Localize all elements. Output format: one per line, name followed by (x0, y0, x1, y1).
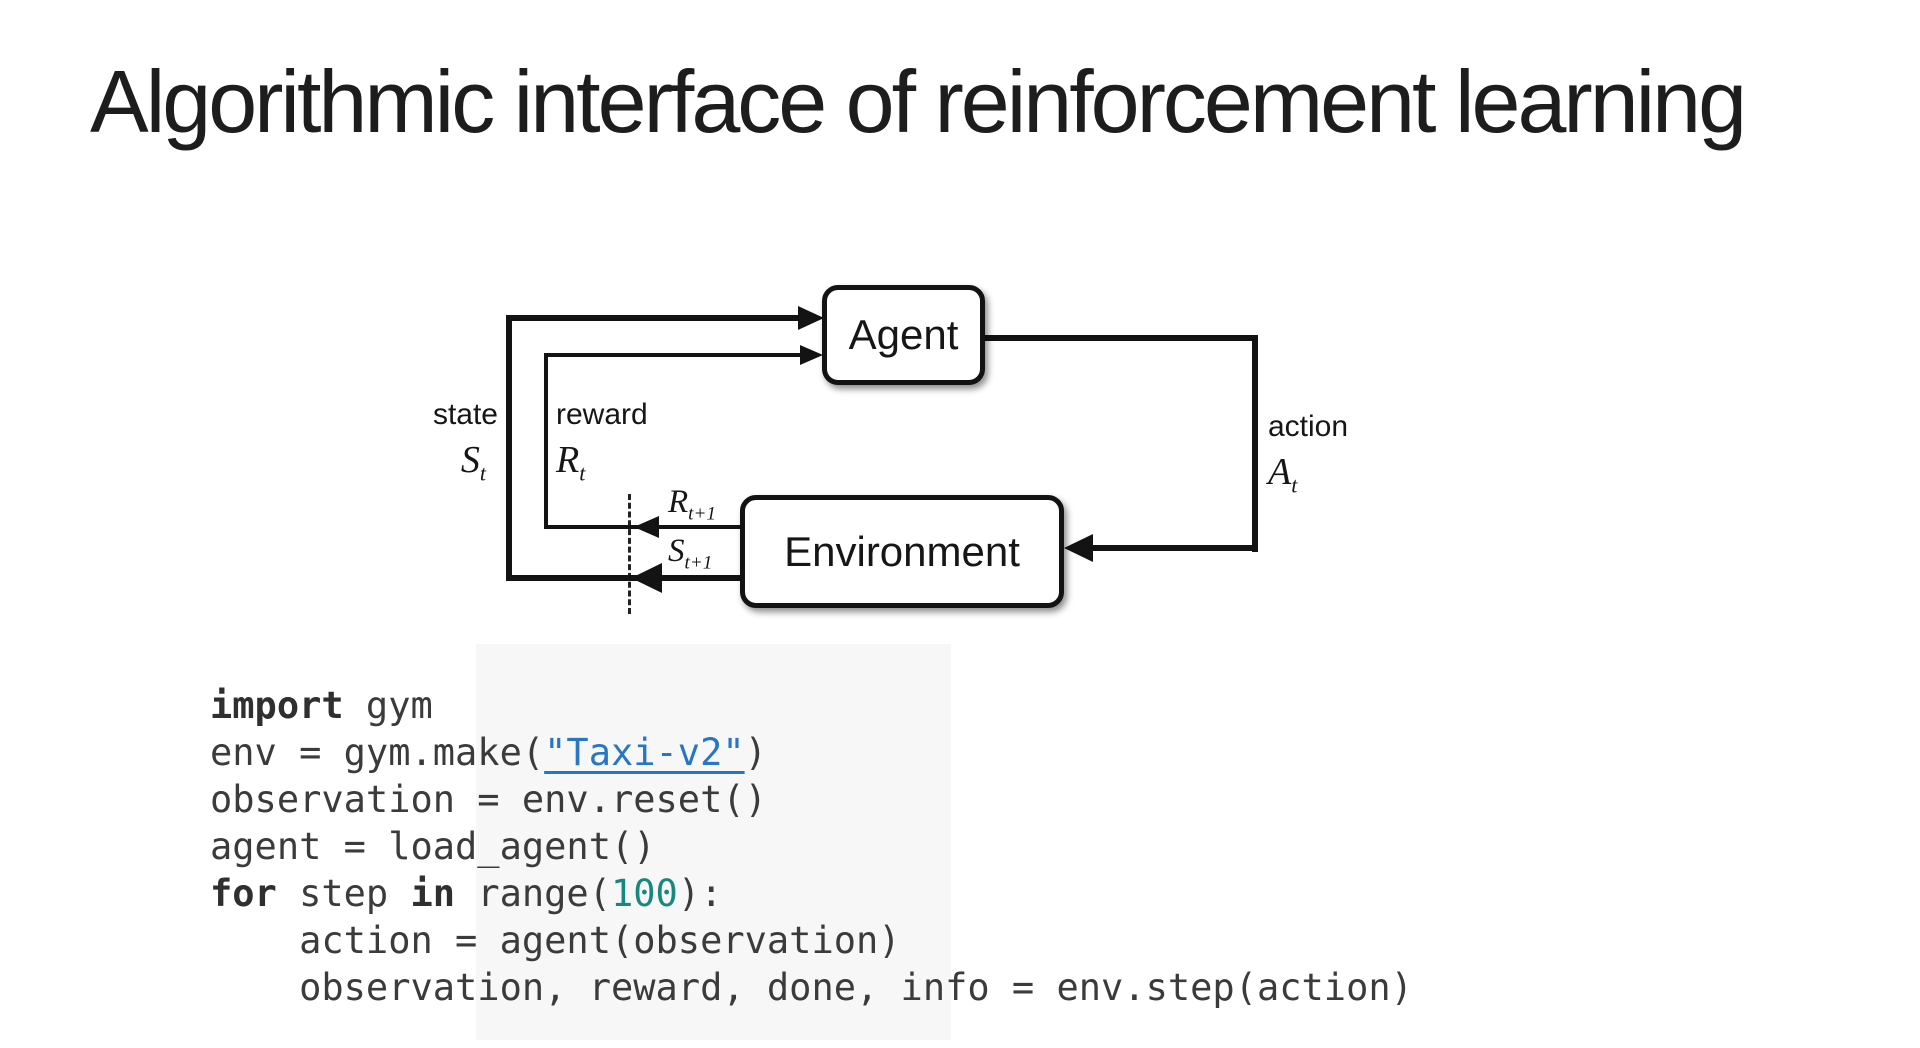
action-arrowhead-into-environment-icon (1064, 534, 1093, 562)
next-state-symbol: St+1 (668, 533, 712, 573)
agent-label: Agent (848, 311, 959, 358)
state-symbol-subscript: t (479, 460, 486, 486)
taxi-v2-link[interactable]: "Taxi-v2" (544, 731, 745, 774)
code-text: ) (744, 731, 767, 774)
code-line: for step in range(100): (210, 870, 1413, 917)
code-text: ): (677, 872, 723, 915)
state-loop-left-line (506, 315, 512, 581)
code-text: gym (343, 684, 433, 727)
reward-symbol-letter: R (556, 439, 580, 481)
code-line: observation = env.reset() (210, 776, 1413, 823)
next-state-symbol-letter: S (668, 533, 685, 569)
action-symbol-letter: A (1268, 451, 1292, 493)
code-text: env = gym.make( (210, 731, 545, 774)
next-reward-symbol: Rt+1 (668, 484, 716, 524)
action-symbol: At (1268, 450, 1297, 496)
keyword-for: for (210, 872, 277, 915)
code-text: observation, reward, done, info = env.st… (210, 966, 1413, 1009)
keyword-import: import (210, 684, 344, 727)
next-state-arrowhead-icon (631, 563, 662, 593)
state-label: state (432, 398, 498, 431)
reward-label: reward (556, 398, 648, 431)
agent-box: Agent (822, 285, 985, 385)
timestep-dashed-line (628, 494, 631, 614)
action-loop-bottom-line (1085, 545, 1258, 551)
number-literal: 100 (610, 872, 678, 915)
reward-symbol-subscript: t (579, 460, 586, 486)
next-reward-symbol-letter: R (668, 484, 689, 520)
page-title: Algorithmic interface of reinforcement l… (90, 52, 1747, 151)
code-line: env = gym.make("Taxi-v2") (210, 729, 1413, 776)
next-reward-symbol-subscript: t+1 (688, 503, 716, 525)
state-loop-top-line (506, 315, 802, 321)
action-loop-right-line (1252, 335, 1258, 552)
next-state-symbol-subscript: t+1 (684, 552, 713, 574)
code-background-patch (476, 644, 951, 1040)
environment-box: Environment (740, 495, 1064, 608)
state-symbol-letter: S (460, 439, 480, 481)
code-line: agent = load_agent() (210, 823, 1413, 870)
code-line: action = agent(observation) (210, 917, 1413, 964)
action-label: action (1268, 410, 1349, 443)
state-loop-bottom-line (506, 575, 740, 581)
reward-symbol: Rt (556, 438, 585, 484)
code-line: import gym (210, 682, 1413, 729)
state-symbol: St (400, 438, 486, 484)
reward-loop-top-line (544, 353, 802, 357)
action-loop-top-line (985, 335, 1258, 341)
code-text: range( (455, 872, 611, 915)
code-text: step (276, 872, 411, 915)
reward-loop-left-line (544, 353, 548, 529)
action-symbol-subscript: t (1291, 472, 1298, 498)
next-reward-arrowhead-icon (634, 516, 659, 538)
code-text: agent = load_agent() (210, 825, 656, 868)
state-arrowhead-into-agent-icon (798, 306, 824, 330)
environment-label: Environment (784, 527, 1020, 575)
code-text: observation = env.reset() (210, 778, 767, 821)
code-line: observation, reward, done, info = env.st… (210, 964, 1413, 1011)
code-text: action = agent(observation) (210, 919, 901, 962)
keyword-in: in (410, 872, 456, 915)
reward-arrowhead-into-agent-icon (800, 345, 823, 365)
code-block: import gym env = gym.make("Taxi-v2") obs… (210, 682, 1413, 1011)
